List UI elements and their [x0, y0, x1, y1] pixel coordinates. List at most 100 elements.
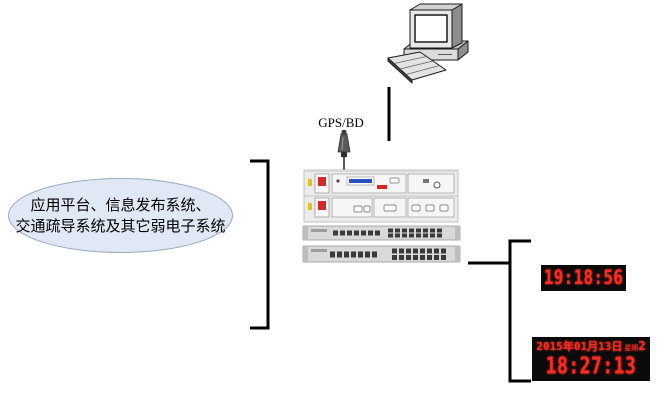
switch-ports-block: [388, 228, 442, 238]
clock-date: 2015年01月13日: [536, 340, 623, 353]
switch-port: [427, 248, 432, 254]
clock-module-readout: [349, 179, 372, 183]
switch-body: [302, 225, 461, 241]
switch-port: [437, 228, 442, 233]
switch-port: [416, 228, 421, 233]
switch-port: [413, 255, 418, 260]
clock-time-readout: 19:18:56: [543, 266, 624, 289]
antenna-highlight: [341, 136, 344, 151]
computer-icon: [387, 3, 469, 84]
network-switch-icon: [302, 225, 461, 241]
clock-date-row: 2015年01月13日星期2: [534, 339, 648, 354]
switch-port: [437, 233, 442, 238]
output-connector: [383, 204, 397, 212]
led-clock-date-time: 2015年01月13日星期2 18:27:13: [532, 337, 650, 381]
client-systems-line: 应用平台、信息发布系统、: [30, 196, 211, 214]
output-connector: [425, 204, 435, 212]
switch-port: [337, 251, 342, 258]
switch-port: [441, 248, 446, 254]
antenna-label: GPS/BD: [318, 115, 364, 130]
switch-port: [392, 255, 397, 260]
switch-port: [395, 228, 400, 233]
antenna-base: [341, 152, 347, 157]
mounting-ear-left: [303, 246, 308, 262]
switch-port: [344, 251, 349, 258]
switch-port: [406, 248, 411, 254]
switch-port: [420, 255, 425, 260]
time-server-icon: [303, 169, 459, 223]
satellite-antenna-icon: [337, 130, 351, 171]
switch-port: [330, 251, 335, 258]
switch-port: [409, 228, 414, 233]
led-clock-time-only: 19:18:56: [541, 265, 626, 291]
switch-port: [434, 248, 439, 254]
serial-port: [389, 177, 400, 184]
mounting-ear-right: [455, 226, 460, 240]
clock-weekday-label: 星期: [624, 344, 639, 352]
switch-port: [372, 251, 377, 258]
status-led: [336, 179, 340, 183]
monitor-top: [409, 3, 463, 11]
brand-badge: [377, 185, 387, 189]
client-systems-line: 交通疏导系统及其它弱电子系统: [15, 217, 226, 235]
switch-port: [388, 233, 393, 238]
switch-ports-block: [392, 248, 446, 260]
network-switch-icon: [302, 245, 461, 263]
output-connector: [363, 205, 371, 213]
output-connector: [411, 204, 421, 212]
status-indicator-lower: [308, 203, 312, 210]
status-indicator-upper: [308, 179, 312, 186]
keyboard-key-row: [399, 60, 434, 70]
connector-lines: [250, 87, 531, 383]
switch-port: [347, 230, 352, 236]
right-bracket: [508, 239, 531, 383]
keyboard-key-row: [405, 65, 440, 75]
switch-port: [430, 228, 435, 233]
switch-ports-row: [333, 230, 380, 236]
clock-weekday: 2: [638, 339, 646, 353]
power-switch-lower: [318, 201, 326, 210]
switch-model-plate: [311, 249, 327, 252]
switch-port: [402, 233, 407, 238]
switch-port: [333, 230, 338, 236]
switch-port: [406, 255, 411, 260]
switch-port: [430, 233, 435, 238]
switch-port: [392, 248, 397, 254]
chassis-top-edge: [304, 170, 458, 172]
monitor-screen: [414, 14, 448, 43]
switch-port: [368, 230, 373, 236]
switch-port: [413, 248, 418, 254]
switch-port: [351, 251, 356, 258]
output-connector: [439, 204, 449, 212]
switch-port: [427, 255, 432, 260]
monitor-side: [451, 3, 463, 49]
switch-port: [409, 233, 414, 238]
switch-port: [420, 248, 425, 254]
switch-ports-row: [330, 251, 377, 258]
switch-port: [402, 228, 407, 233]
bnc-connector: [433, 181, 441, 189]
switch-port: [388, 228, 393, 233]
output-connector: [353, 205, 363, 213]
clock-time-readout: 18:27:13: [545, 352, 637, 380]
switch-port: [423, 228, 428, 233]
antenna-body: [337, 133, 351, 153]
keyboard-keys: [393, 56, 440, 75]
switch-port: [361, 230, 366, 236]
switch-port: [399, 248, 404, 254]
switch-port: [441, 255, 446, 260]
switch-port: [395, 233, 400, 238]
io-connector: [423, 179, 429, 183]
io-module-upper: [407, 173, 455, 194]
antenna-cap: [341, 130, 347, 135]
left-bracket: [250, 159, 270, 330]
switch-port: [423, 233, 428, 238]
switch-port: [399, 255, 404, 260]
mounting-ear-right: [455, 246, 460, 262]
power-switch-upper: [318, 177, 326, 186]
switch-port: [340, 230, 345, 236]
switch-model-plate: [311, 229, 327, 232]
mounting-ear-left: [303, 226, 308, 240]
